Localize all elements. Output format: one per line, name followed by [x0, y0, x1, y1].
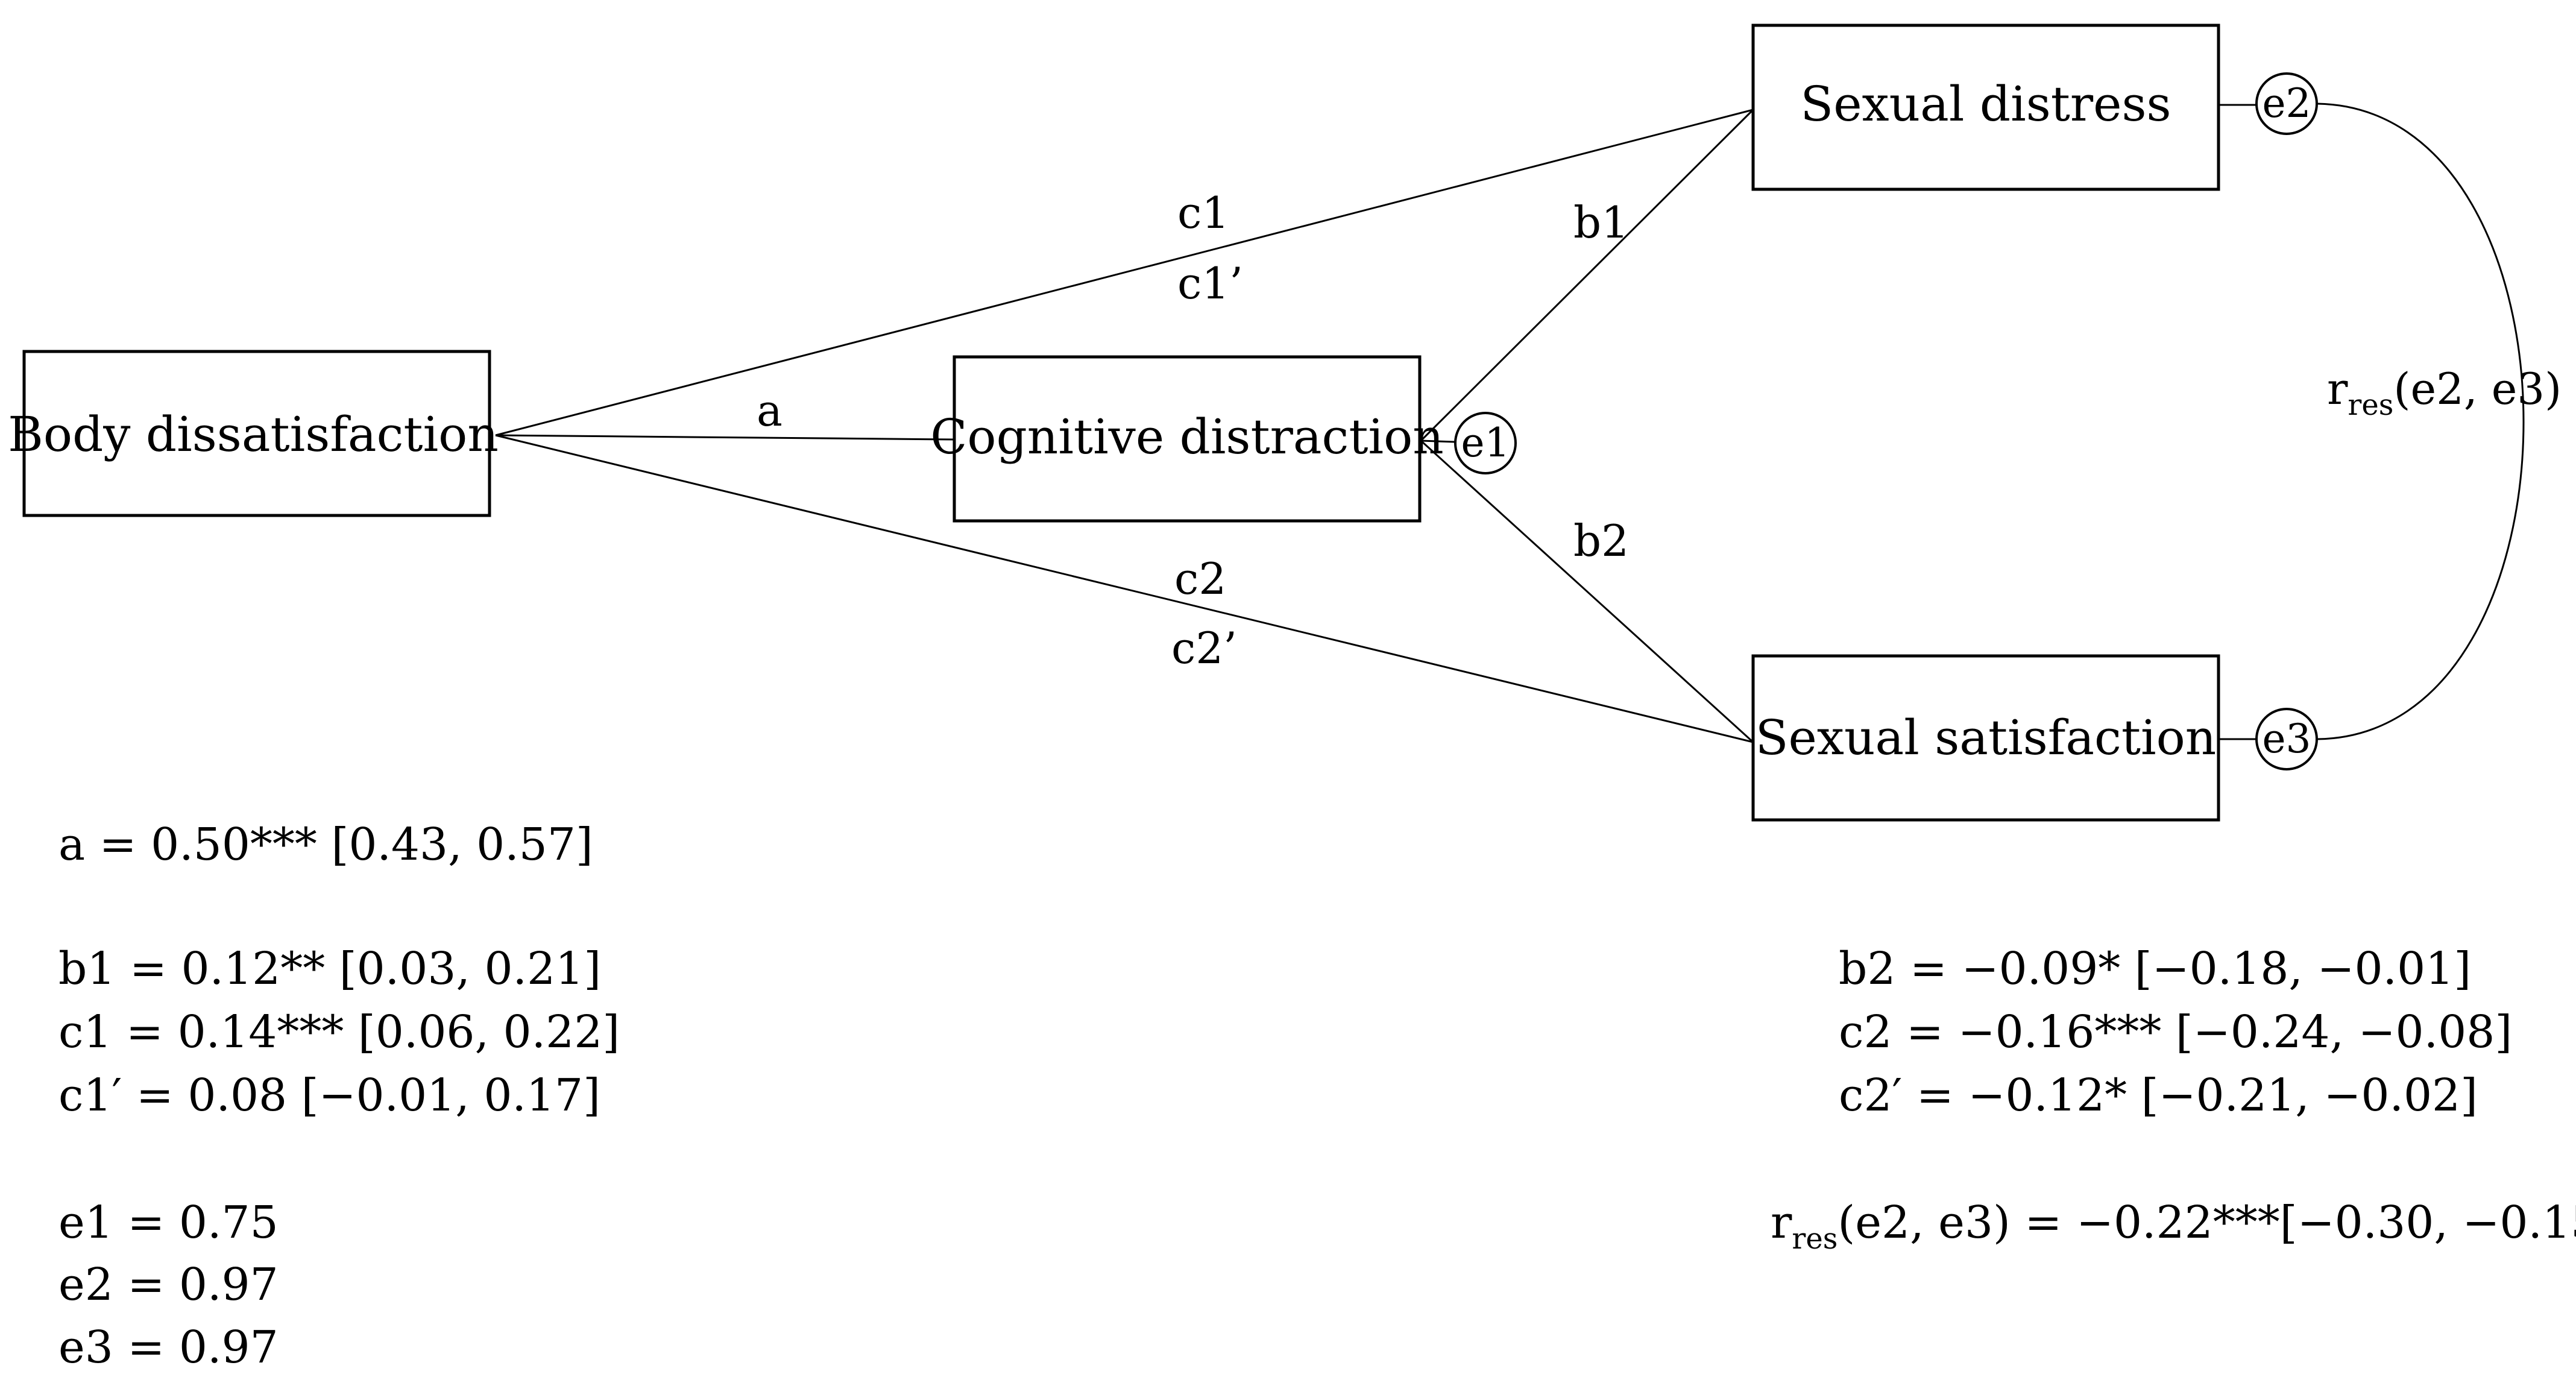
stat-rres: rres(e2, e3) = −0.22***[−0.30, −0.15]: [1771, 1197, 2576, 1256]
path-label-c1: c1: [1177, 187, 1229, 238]
stat-b1: b1 = 0.12** [0.03, 0.21]: [58, 943, 601, 995]
path-label-c2-prime: c2’: [1171, 623, 1237, 673]
path-c1-line: [495, 109, 1754, 436]
path-label-rres: rres(e2, e3): [2327, 364, 2562, 422]
stats-right: b2 = −0.09* [−0.18, −0.01] c2 = −0.16***…: [1771, 943, 2576, 1256]
error-e2-label: e2: [2262, 80, 2311, 127]
residual-correlation-curve: [2317, 102, 2525, 740]
error-e1-label: e1: [1461, 420, 1510, 466]
error-e1-line: [1420, 439, 1455, 443]
node-cognitive-distraction-label: Cognitive distraction: [930, 409, 1444, 465]
path-c2-line: [495, 434, 1754, 743]
error-e1: e1: [1454, 412, 1517, 474]
path-label-c2: c2: [1174, 553, 1226, 604]
stat-c2-prime: c2′ = −0.12* [−0.21, −0.02]: [1839, 1069, 2478, 1121]
stats-left: a = 0.50*** [0.43, 0.57] b1 = 0.12** [0.…: [58, 819, 620, 1373]
stat-e2: e2 = 0.97: [58, 1259, 279, 1311]
path-b1-line: [1420, 109, 1754, 442]
path-label-b2: b2: [1573, 515, 1629, 566]
node-sexual-distress: Sexual distress: [1751, 24, 2220, 191]
node-sexual-satisfaction: Sexual satisfaction: [1751, 654, 2220, 822]
stat-c2: c2 = −0.16*** [−0.24, −0.08]: [1839, 1006, 2512, 1058]
stat-c1: c1 = 0.14*** [0.06, 0.22]: [58, 1006, 620, 1058]
error-e2: e2: [2255, 72, 2318, 135]
path-label-c1-prime: c1’: [1177, 258, 1243, 309]
node-body-dissatisfaction: Body dissatisfaction: [8, 350, 499, 517]
stat-b2: b2 = −0.09* [−0.18, −0.01]: [1839, 943, 2471, 995]
stat-a: a = 0.50*** [0.43, 0.57]: [58, 819, 593, 871]
node-sexual-distress-label: Sexual distress: [1800, 76, 2171, 132]
stat-e1: e1 = 0.75: [58, 1197, 279, 1249]
stat-e3: e3 = 0.97: [58, 1321, 279, 1373]
node-sexual-satisfaction-label: Sexual satisfaction: [1756, 710, 2217, 766]
path-label-a: a: [757, 385, 783, 436]
stat-c1-prime: c1′ = 0.08 [−0.01, 0.17]: [58, 1069, 600, 1121]
path-label-b1: b1: [1573, 197, 1629, 248]
error-e3-label: e3: [2262, 716, 2311, 762]
error-e3: e3: [2255, 708, 2318, 770]
path-b2-line: [1420, 439, 1754, 743]
path-a-line: [495, 434, 955, 441]
node-body-dissatisfaction-label: Body dissatisfaction: [8, 406, 499, 462]
node-cognitive-distraction: Cognitive distraction: [930, 355, 1444, 523]
